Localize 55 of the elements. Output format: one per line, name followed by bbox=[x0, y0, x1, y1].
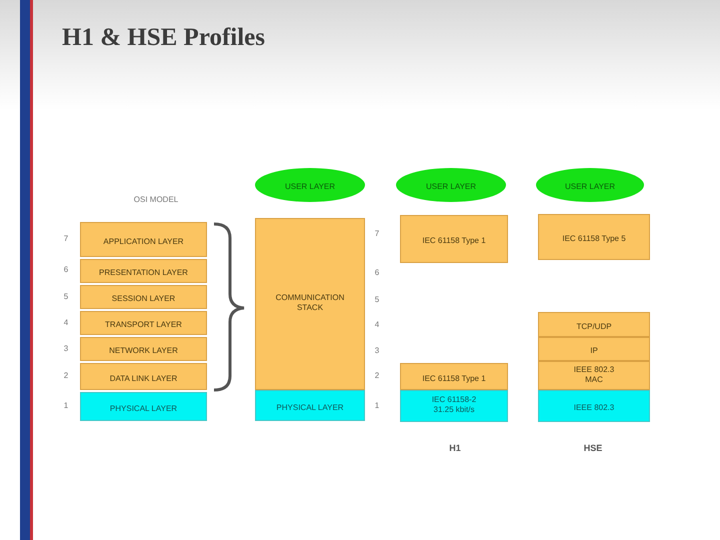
layer-box bbox=[80, 222, 207, 257]
layer-name: PHYSICAL LAYER bbox=[276, 402, 344, 412]
layer-name: DATA LINK LAYER bbox=[110, 374, 178, 384]
layer-name: NETWORK LAYER bbox=[109, 346, 178, 356]
layer-name: TCP/UDP bbox=[576, 322, 612, 332]
layer-box bbox=[80, 363, 207, 390]
layer-name: IEC 61158 Type 1 bbox=[422, 374, 486, 384]
layer-box bbox=[255, 218, 365, 390]
layer-name: IEC 61158 Type 1 bbox=[422, 236, 486, 246]
layer-name: IEEE 802.3 bbox=[574, 403, 614, 413]
physical-layer-box bbox=[538, 390, 650, 422]
layer-name: IP bbox=[590, 346, 598, 356]
slide-title: H1 & HSE Profiles bbox=[62, 24, 266, 52]
layer-name: SESSION LAYER bbox=[112, 294, 176, 304]
physical-layer-box bbox=[400, 390, 508, 422]
layer-number: 4 bbox=[374, 320, 380, 330]
column-caption: HSE bbox=[584, 443, 602, 453]
layer-number: 3 bbox=[64, 344, 68, 354]
layer-box bbox=[538, 337, 650, 361]
column-caption: H1 bbox=[449, 443, 461, 453]
oval-label: USER LAYER bbox=[284, 182, 336, 192]
layer-name: IEC 61158 Type 5 bbox=[562, 234, 626, 244]
physical-layer-box bbox=[255, 390, 365, 421]
layer-box bbox=[80, 259, 207, 283]
layer-number: 6 bbox=[64, 265, 68, 275]
layer-box bbox=[80, 337, 207, 361]
layer-name: APPLICATION LAYER bbox=[103, 236, 184, 246]
layer-number: 2 bbox=[64, 371, 68, 381]
layer-name: PHYSICAL LAYER bbox=[110, 404, 178, 414]
layer-number: 2 bbox=[374, 371, 380, 381]
layer-name: IEC 61158-2 31.25 kbit/s bbox=[430, 395, 478, 415]
oval-label: USER LAYER bbox=[426, 182, 476, 192]
column-heading: OSI MODEL bbox=[134, 195, 178, 205]
layer-box bbox=[538, 214, 650, 260]
layer-number: 7 bbox=[64, 234, 68, 244]
layer-number: 1 bbox=[374, 401, 380, 411]
physical-layer-box bbox=[80, 392, 207, 421]
layer-box bbox=[400, 363, 508, 390]
layer-box bbox=[80, 285, 207, 309]
layer-name: IEEE 802.3 MAC bbox=[572, 364, 616, 384]
layer-box bbox=[538, 361, 650, 390]
layer-name: TRANSPORT LAYER bbox=[105, 320, 182, 330]
oval-label: USER LAYER bbox=[564, 182, 616, 192]
layer-box bbox=[538, 312, 650, 337]
layer-number: 5 bbox=[64, 292, 68, 302]
layer-number: 1 bbox=[64, 401, 68, 411]
layer-number: 7 bbox=[374, 229, 380, 239]
layer-number: 6 bbox=[374, 268, 380, 278]
layer-number: 5 bbox=[374, 295, 380, 305]
layer-name: PRESENTATION LAYER bbox=[99, 268, 188, 278]
layer-number: 3 bbox=[374, 346, 380, 356]
layer-box bbox=[400, 215, 508, 263]
layer-number: 4 bbox=[64, 318, 68, 328]
layer-box bbox=[80, 311, 207, 335]
layer-name: COMMUNICATION STACK bbox=[275, 293, 345, 313]
